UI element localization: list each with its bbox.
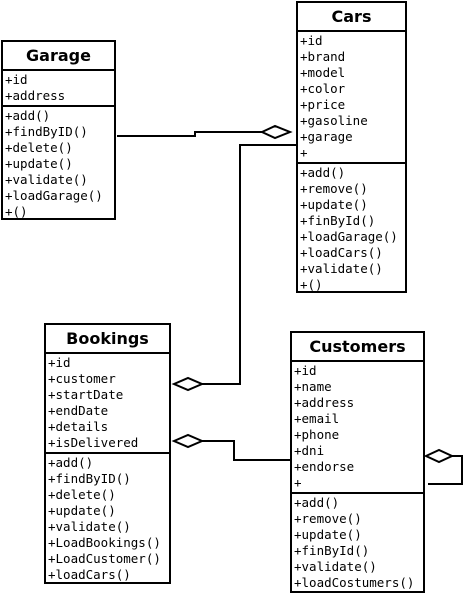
class-customers-method-row: +remove() bbox=[294, 511, 362, 526]
class-cars-attribute-row: +model bbox=[300, 65, 346, 80]
class-garage-method-row: +validate() bbox=[5, 172, 88, 187]
class-cars-attribute-row: +color bbox=[300, 81, 346, 96]
class-bookings-method-row: +update() bbox=[48, 503, 116, 518]
class-cars-attribute-row: + bbox=[300, 145, 308, 160]
class-bookings-method-row: +delete() bbox=[48, 487, 116, 502]
class-bookings-method-row: +validate() bbox=[48, 519, 131, 534]
class-bookings-attribute-row: +details bbox=[48, 419, 109, 434]
class-bookings[interactable]: Bookings +id+customer+startDate+endDate+… bbox=[44, 323, 171, 584]
class-customers-attribute-row: +endorse bbox=[294, 459, 355, 474]
class-cars-method-row: +remove() bbox=[300, 181, 368, 196]
class-customers-methods: +add()+remove()+update()+finById()+valid… bbox=[292, 494, 423, 592]
class-garage-method-row: +() bbox=[5, 204, 28, 219]
customers-self-connector bbox=[428, 455, 463, 485]
class-customers-attribute-row: +id bbox=[294, 363, 317, 378]
class-bookings-method-row: +findByID() bbox=[48, 471, 131, 486]
class-cars-title: Cars bbox=[298, 3, 405, 32]
class-garage-method-row: +findByID() bbox=[5, 124, 88, 139]
class-garage-attribute-row: +id bbox=[5, 72, 28, 87]
class-cars-attribute-row: +price bbox=[300, 97, 346, 112]
class-cars-methods: +add()+remove()+update()+finById()+loadG… bbox=[298, 164, 405, 294]
class-customers-method-row: +validate() bbox=[294, 559, 377, 574]
class-customers-attribute-row: + bbox=[294, 475, 302, 490]
class-bookings-method-row: +loadCars() bbox=[48, 567, 131, 582]
class-garage-attributes: +id+address bbox=[3, 71, 114, 107]
class-garage-method-row: +delete() bbox=[5, 140, 73, 155]
class-bookings-attribute-row: +id bbox=[48, 355, 71, 370]
class-bookings-title: Bookings bbox=[46, 325, 169, 354]
class-cars-method-row: +update() bbox=[300, 197, 368, 212]
cars-bookings-diamond bbox=[171, 376, 205, 392]
class-bookings-attribute-row: +customer bbox=[48, 371, 116, 386]
garage-cars-diamond bbox=[259, 124, 293, 140]
class-customers-method-row: +finById() bbox=[294, 543, 370, 558]
class-customers-method-row: +update() bbox=[294, 527, 362, 542]
cars-bookings-connector bbox=[202, 144, 296, 385]
class-cars-method-row: +finById() bbox=[300, 213, 376, 228]
class-customers-method-row: +add() bbox=[294, 495, 340, 510]
class-customers-attribute-row: +dni bbox=[294, 443, 325, 458]
class-customers-method-row: +loadCostumers() bbox=[294, 575, 415, 590]
class-garage-title: Garage bbox=[3, 42, 114, 71]
class-bookings-method-row: +add() bbox=[48, 455, 94, 470]
class-bookings-attribute-row: +endDate bbox=[48, 403, 109, 418]
customers-bookings-connector bbox=[202, 440, 290, 461]
class-cars-attributes: +id+brand+model+color+price+gasoline+gar… bbox=[298, 32, 405, 164]
class-cars-attribute-row: +brand bbox=[300, 49, 346, 64]
class-bookings-attribute-row: +isDelivered bbox=[48, 435, 139, 450]
class-cars-method-row: +loadGarage() bbox=[300, 229, 398, 244]
class-cars-method-row: +loadCars() bbox=[300, 245, 383, 260]
class-customers-attribute-row: +email bbox=[294, 411, 340, 426]
class-garage-attribute-row: +address bbox=[5, 88, 66, 103]
customers-self-diamond bbox=[423, 448, 455, 464]
class-garage-method-row: +loadGarage() bbox=[5, 188, 103, 203]
class-garage-method-row: +update() bbox=[5, 156, 73, 171]
class-garage-methods: +add()+findByID()+delete()+update()+vali… bbox=[3, 107, 114, 221]
class-garage-method-row: +add() bbox=[5, 108, 51, 123]
class-customers-attribute-row: +address bbox=[294, 395, 355, 410]
class-bookings-method-row: +LoadBookings() bbox=[48, 535, 161, 550]
class-customers-attributes: +id+name+address+email+phone+dni+endorse… bbox=[292, 362, 423, 494]
class-bookings-attributes: +id+customer+startDate+endDate+details+i… bbox=[46, 354, 169, 454]
garage-cars-connector bbox=[117, 131, 262, 137]
class-cars-method-row: +add() bbox=[300, 165, 346, 180]
class-customers-title: Customers bbox=[292, 333, 423, 362]
class-bookings-methods: +add()+findByID()+delete()+update()+vali… bbox=[46, 454, 169, 584]
class-customers-attribute-row: +phone bbox=[294, 427, 340, 442]
class-bookings-attribute-row: +startDate bbox=[48, 387, 124, 402]
class-cars-method-row: +() bbox=[300, 277, 323, 292]
class-customers-attribute-row: +name bbox=[294, 379, 332, 394]
class-customers[interactable]: Customers +id+name+address+email+phone+d… bbox=[290, 331, 425, 593]
class-garage[interactable]: Garage +id+address +add()+findByID()+del… bbox=[1, 40, 116, 220]
class-cars-attribute-row: +garage bbox=[300, 129, 353, 144]
class-cars-method-row: +validate() bbox=[300, 261, 383, 276]
class-cars[interactable]: Cars +id+brand+model+color+price+gasolin… bbox=[296, 1, 407, 293]
customers-bookings-diamond bbox=[171, 433, 205, 449]
class-cars-attribute-row: +id bbox=[300, 33, 323, 48]
class-bookings-method-row: +LoadCustomer() bbox=[48, 551, 161, 566]
class-cars-attribute-row: +gasoline bbox=[300, 113, 368, 128]
